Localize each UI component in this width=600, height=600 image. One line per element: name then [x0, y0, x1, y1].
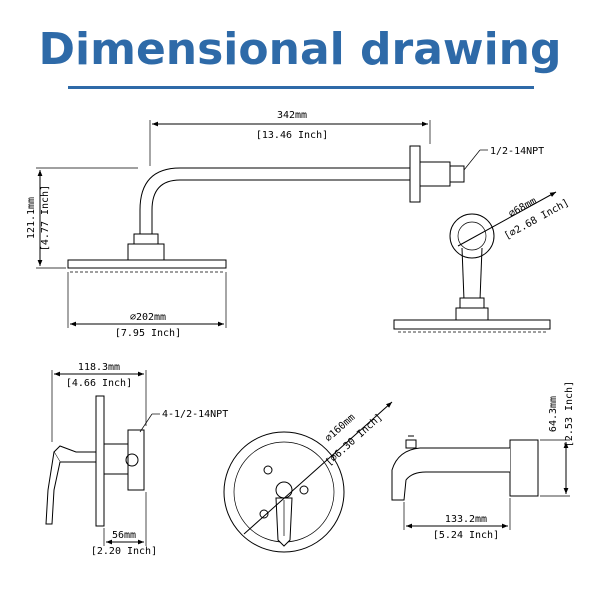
valve-depth-inch: [4.66 Inch] [66, 378, 132, 389]
valve-depth-mm: 118.3mm [78, 362, 120, 373]
valve-side-view [45, 395, 145, 527]
shower-head-side-view [393, 213, 551, 333]
title-underline [68, 86, 534, 89]
shower-arm-side-view [67, 145, 465, 273]
tub-spout-side-view [391, 435, 539, 501]
valve-body-mm: 56mm [112, 530, 136, 541]
valve-thread-label: 4-1/2-14NPT [162, 409, 228, 420]
head-height-mm: 121.1mm [26, 197, 37, 239]
spout-length-mm: 133.2mm [445, 514, 487, 525]
spout-length-inch: [5.24 Inch] [433, 530, 499, 541]
head-height-inch: [4.77 Inch] [40, 185, 51, 251]
arm-thread-label: 1/2-14NPT [490, 146, 544, 157]
head-diameter-mm: ⌀202mm [130, 312, 166, 323]
arm-length-mm: 342mm [277, 110, 307, 121]
valve-body-inch: [2.20 Inch] [91, 546, 157, 557]
head-diameter-inch: [7.95 Inch] [115, 328, 181, 339]
spout-height-mm: 64.3mm [548, 396, 559, 432]
trim-plate-front-view [223, 431, 345, 553]
page-title: Dimensional drawing [38, 24, 562, 75]
spout-height-inch: [2.53 Inch] [564, 381, 575, 447]
arm-length-inch: [13.46 Inch] [256, 130, 328, 141]
